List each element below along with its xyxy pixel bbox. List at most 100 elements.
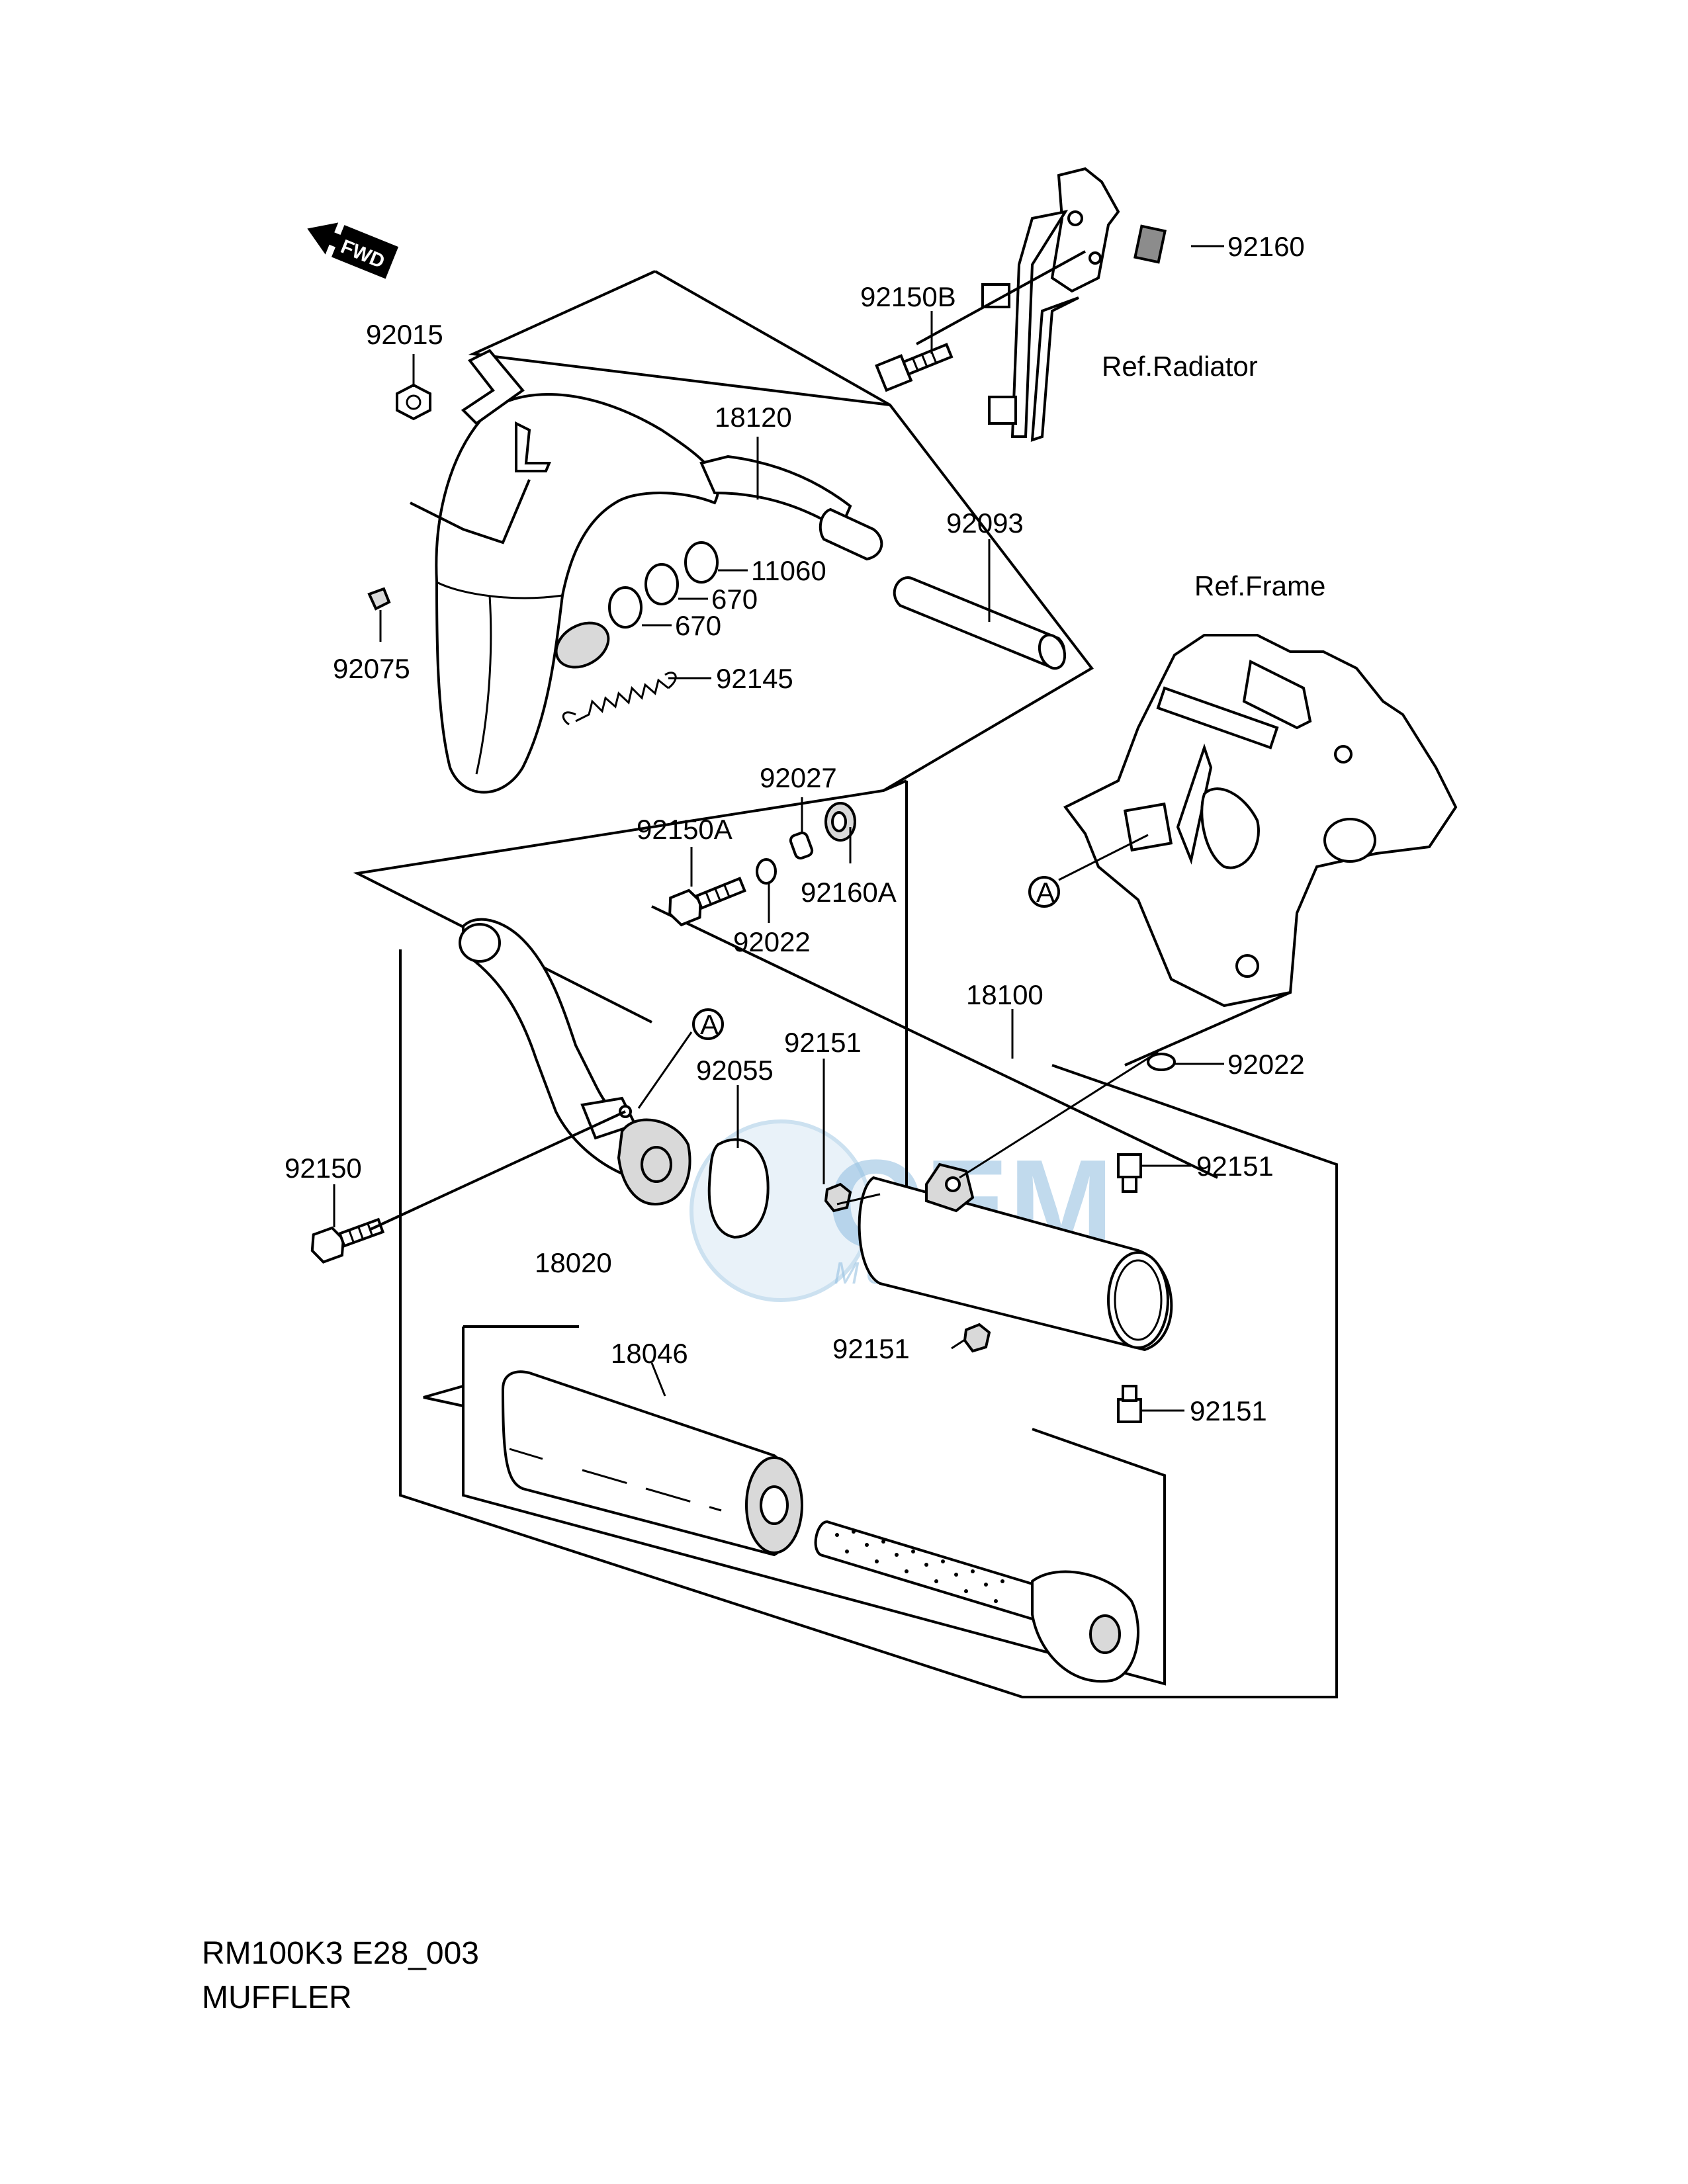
frame-reference <box>1058 634 1458 1008</box>
muffler-mount-line <box>959 1051 1159 1179</box>
muffler-inlet-pipe <box>459 918 693 1206</box>
collar-92027 <box>789 831 814 860</box>
muffler-axis-line-3 <box>883 779 907 792</box>
muffler-body <box>858 1051 1173 1352</box>
frame-damper <box>1323 818 1376 863</box>
muffler-axis-line <box>651 905 1218 1179</box>
label-ref-radiator: Ref.Radiator <box>1102 351 1258 382</box>
nut-92015 <box>396 383 431 421</box>
label-92151-bottom: 92151 <box>832 1333 910 1364</box>
silencer-perforated-core <box>814 1520 1047 1623</box>
oring-670-a <box>644 563 679 605</box>
radiator-bracket-hole <box>1067 210 1083 226</box>
label-18120: 18120 <box>715 402 792 433</box>
callout-marker-a-frame: A <box>1028 876 1060 908</box>
expansion-chamber-seam-2 <box>475 595 492 775</box>
silencer <box>501 1370 1139 1683</box>
frame-mount-tab <box>1123 802 1173 852</box>
radiator-bracket-lower-tab <box>988 396 1017 425</box>
radiator-grommet <box>1133 224 1167 264</box>
label-92055: 92055 <box>696 1055 774 1086</box>
label-92015: 92015 <box>366 319 443 350</box>
label-92150a: 92150A <box>637 814 733 845</box>
expansion-chamber <box>410 349 883 794</box>
svg-text:A: A <box>700 1009 719 1040</box>
label-11060: 11060 <box>751 555 826 586</box>
grommet-92160a <box>824 802 856 842</box>
leader-lines <box>333 245 1224 1412</box>
frame-hole <box>1334 745 1353 764</box>
label-92160: 92160 <box>1227 231 1305 262</box>
label-92151-right-top: 92151 <box>1196 1151 1274 1182</box>
spring-92145 <box>562 672 677 726</box>
callout-marker-a-pipe: A <box>692 1008 724 1040</box>
exhaust-bracket-mid <box>515 421 551 472</box>
oring-11060 <box>684 541 719 584</box>
muffler-outlet <box>1107 1251 1169 1349</box>
radiator-line <box>916 250 1086 345</box>
label-18100: 18100 <box>966 979 1044 1010</box>
silencer-end-cap-bore <box>760 1485 789 1525</box>
expansion-chamber-outlet <box>819 507 883 561</box>
label-670-b: 670 <box>675 610 721 641</box>
label-92160a: 92160A <box>801 877 897 908</box>
oring-670-b <box>608 586 643 629</box>
bolt-92150-line <box>370 1110 626 1231</box>
muffler-outlet-inner <box>1114 1259 1163 1341</box>
radiator-bracket-stay <box>1030 296 1079 442</box>
inlet-pipe-end <box>459 923 501 963</box>
bolt-92150b <box>875 343 954 392</box>
radiator-group-outline <box>468 270 891 406</box>
muffler-group-outline <box>399 949 1338 1698</box>
bolt-92151-top <box>824 1182 881 1213</box>
inlet-pipe-flange-bore <box>641 1146 672 1183</box>
expansion-chamber-body <box>435 393 720 794</box>
radiator-bracket-hole-2 <box>1088 251 1102 265</box>
grommet-92075 <box>367 587 391 611</box>
sleeve-92093 <box>893 576 1067 670</box>
bolt-92151-right-bottom <box>1117 1385 1142 1423</box>
bolt-92151-bottom <box>963 1323 991 1353</box>
silencer-dash <box>509 1448 722 1512</box>
expansion-chamber-inlet <box>555 621 610 669</box>
label-92150: 92150 <box>285 1153 362 1184</box>
part-labels: 92160 92150B Ref.Radiator 92015 18120 92… <box>285 231 1325 1426</box>
label-ref-frame: Ref.Frame <box>1194 570 1325 601</box>
silencer-group-arrow <box>423 1385 464 1407</box>
silencer-end-cone-bore <box>1089 1614 1121 1654</box>
label-92027: 92027 <box>760 762 837 793</box>
inlet-pipe-leader <box>637 1031 693 1109</box>
frame-axis-line <box>1124 991 1291 1067</box>
footer-section-title: MUFFLER <box>202 1980 352 2015</box>
label-92150b: 92150B <box>860 281 956 312</box>
muffler-mount-hole <box>945 1176 961 1192</box>
frame-crossmember <box>1242 660 1312 730</box>
washer-92022-lower <box>1147 1053 1176 1071</box>
svg-text:A: A <box>1036 877 1055 908</box>
label-92145: 92145 <box>716 663 793 694</box>
bolt-92150a <box>668 877 746 927</box>
label-18020: 18020 <box>535 1247 612 1278</box>
silencer-end-cone <box>1031 1570 1139 1683</box>
silencer-perforation-dots <box>835 1530 1004 1603</box>
fwd-arrow-icon: FWD <box>307 222 399 279</box>
footer-model-code: RM100K3 E28_003 <box>202 1936 479 1971</box>
bolt-92150 <box>310 1217 385 1264</box>
label-670-a: 670 <box>711 584 758 615</box>
headpipe-group-outline <box>353 270 1094 1024</box>
frame-boss <box>1200 787 1260 869</box>
label-92022-upper: 92022 <box>733 926 811 957</box>
bolt-92151-right-top <box>1117 1153 1142 1193</box>
bracket-leader <box>410 479 531 545</box>
group-outlines <box>353 270 1338 1698</box>
frame-mount-line <box>1058 834 1149 881</box>
radiator-bracket <box>916 167 1167 442</box>
exhaust-bracket-top <box>461 349 525 425</box>
label-18046: 18046 <box>611 1338 688 1369</box>
silencer-group-outline <box>462 1327 1166 1686</box>
frame-hole-2 <box>1235 954 1259 978</box>
label-92075: 92075 <box>333 653 410 684</box>
frame-tube <box>1156 686 1279 750</box>
label-92151-right-bottom: 92151 <box>1190 1395 1267 1426</box>
